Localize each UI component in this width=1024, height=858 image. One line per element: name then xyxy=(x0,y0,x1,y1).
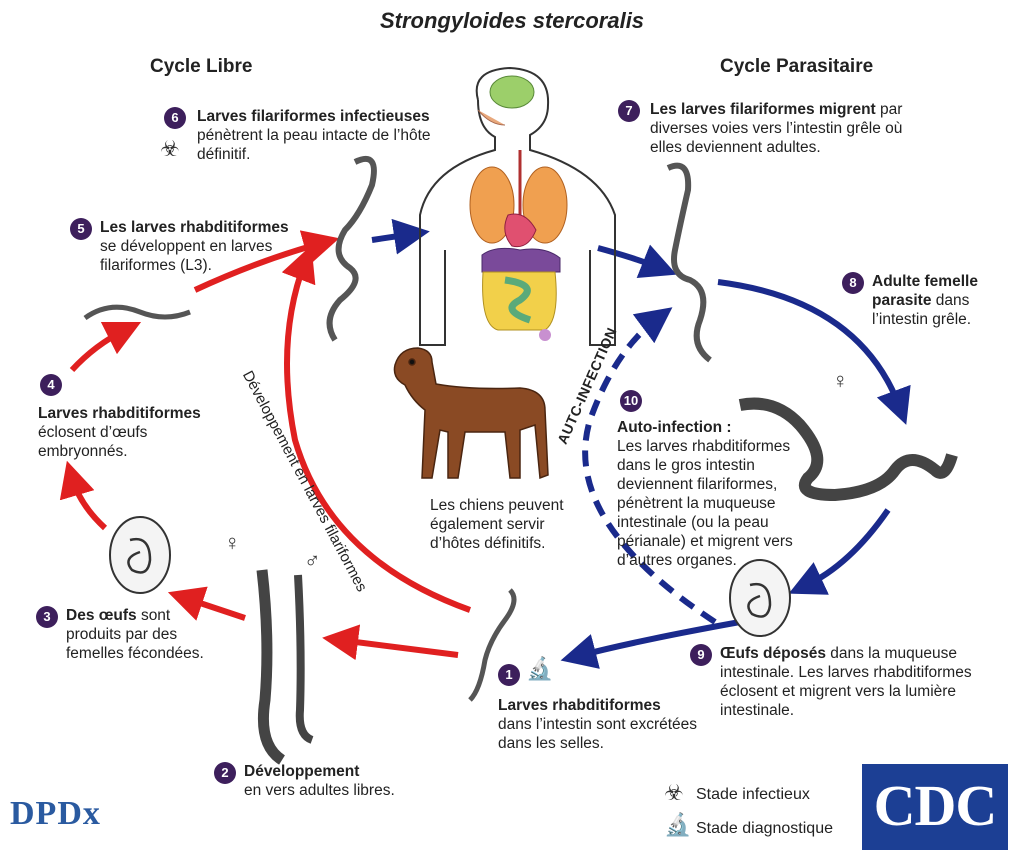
parasitic-cycle-title: Cycle Parasitaire xyxy=(720,56,874,77)
arrow-host-to-7 xyxy=(597,244,677,279)
step-badge-8: 8 xyxy=(842,272,864,294)
eggs xyxy=(109,516,791,637)
step-badge-2: 2 xyxy=(214,762,236,784)
step-10-text: Auto-infection :Les larves rhabditiforme… xyxy=(617,419,793,569)
arrow-4-to-5 xyxy=(69,321,142,373)
dog-illustration xyxy=(393,347,549,480)
arrow-9-to-1 xyxy=(560,619,741,669)
arrow-3-to-4 xyxy=(59,460,108,531)
human-host-illustration xyxy=(419,66,616,346)
parasitic-cycle-arrows xyxy=(371,218,911,669)
step-badge-4: 4 xyxy=(40,374,62,396)
step-badge-3: 3 xyxy=(36,606,58,628)
free-cycle-arrows xyxy=(59,230,472,661)
cdc-logo-text: CDC xyxy=(873,773,998,838)
filariform-larva-6 xyxy=(326,155,377,342)
arrow-autoinfection xyxy=(582,307,717,625)
embryonated-egg-4 xyxy=(109,516,171,594)
biohazard-icon: ☣ xyxy=(160,136,180,161)
step-badge-1: 1 xyxy=(498,664,520,686)
female-free-adult xyxy=(256,569,286,765)
rhabditiform-larva-5 xyxy=(83,304,191,321)
male-symbol-free: ♂ xyxy=(304,548,321,573)
legend-biohazard-icon: ☣ xyxy=(664,780,684,805)
step-8-text: Adulte femelle parasite dans l’intestin … xyxy=(872,273,978,328)
legend-microscope-icon: 🔬 xyxy=(664,812,692,837)
step-9-text: Œufs déposés dans la muqueuse intestinal… xyxy=(720,645,972,719)
dog-caption: Les chiens peuvent également servir d’hô… xyxy=(430,497,564,552)
legend-infectious-label: Stade infectieux xyxy=(696,786,810,803)
step-badge-9: 9 xyxy=(690,644,712,666)
arrow-6-to-host xyxy=(371,218,430,255)
step-6-text: Larves filariformes infectieuses pénètre… xyxy=(197,108,431,163)
arrow-1-to-6-direct xyxy=(281,245,472,613)
step-7-text: Les larves filariformes migrent par dive… xyxy=(650,101,903,156)
arrow-2-to-3 xyxy=(167,586,246,621)
step-badge-10: 10 xyxy=(620,390,642,412)
microscope-icon: 🔬 xyxy=(526,656,554,681)
dpdx-logo: DPDx xyxy=(10,795,101,832)
step-badge-5: 5 xyxy=(70,218,92,240)
filariform-larva-7 xyxy=(666,162,712,363)
diagram-title: Strongyloides stercoralis xyxy=(379,8,645,33)
arrow-8-to-9 xyxy=(788,508,891,595)
free-cycle-title: Cycle Libre xyxy=(150,56,253,77)
male-free-adult xyxy=(294,574,314,744)
parasitic-female-adult xyxy=(738,397,958,502)
egg-9 xyxy=(729,559,791,637)
female-symbol-parasitic: ♀ xyxy=(832,368,849,393)
step-5-text: Les larves rhabditiformes se développent… xyxy=(100,219,289,274)
rhabditiform-larva-1 xyxy=(468,588,517,702)
worm-drawings xyxy=(83,155,958,765)
step-badge-6: 6 xyxy=(164,107,186,129)
arrow-7-to-8 xyxy=(717,279,911,425)
female-symbol-free: ♀ xyxy=(224,530,241,555)
step-3-text: Des œufs sont produits par des femelles … xyxy=(66,607,204,662)
legend-diagnostic-label: Stade diagnostique xyxy=(696,820,833,837)
step-badge-7: 7 xyxy=(618,100,640,122)
cdc-logo-box xyxy=(862,764,1008,850)
arrow-1-to-2 xyxy=(322,624,459,661)
